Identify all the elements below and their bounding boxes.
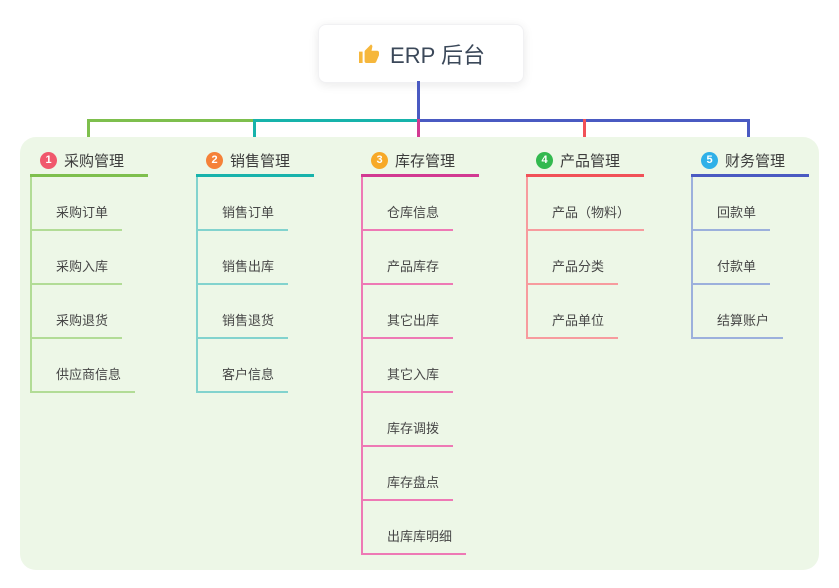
child-node[interactable]: 产品分类 (526, 231, 644, 285)
child-node[interactable]: 其它入库 (361, 339, 479, 393)
branch-label: 库存管理 (395, 153, 456, 170)
child-node[interactable]: 供应商信息 (30, 339, 148, 393)
child-label[interactable]: 采购入库 (32, 256, 123, 285)
child-label[interactable]: 产品（物料） (528, 202, 645, 231)
root-node[interactable]: ERP 后台 (318, 24, 524, 83)
child-label[interactable]: 产品分类 (528, 256, 619, 285)
child-label[interactable]: 客户信息 (198, 364, 289, 393)
child-label[interactable]: 库存盘点 (363, 472, 454, 501)
branch-label: 销售管理 (230, 153, 291, 170)
branch-title[interactable]: 1 采购管理 (30, 147, 148, 177)
child-label[interactable]: 产品库存 (363, 256, 454, 285)
child-label[interactable]: 采购退货 (32, 310, 123, 339)
child-node[interactable]: 库存调拨 (361, 393, 479, 447)
branch-5: 5 财务管理回款单付款单结算账户 (691, 147, 809, 339)
branch-number-badge: 1 (40, 152, 57, 169)
child-node[interactable]: 销售退货 (196, 285, 314, 339)
child-label[interactable]: 出库库明细 (363, 526, 467, 555)
child-label[interactable]: 回款单 (693, 202, 771, 231)
branch-drop-line-5 (747, 119, 750, 152)
branch-number-badge: 4 (536, 152, 553, 169)
child-label[interactable]: 供应商信息 (32, 364, 136, 393)
child-label[interactable]: 库存调拨 (363, 418, 454, 447)
branch-drop-line-4 (583, 119, 586, 152)
branch-number-badge: 3 (371, 152, 388, 169)
bus-segment-2 (253, 119, 417, 122)
child-label[interactable]: 结算账户 (693, 310, 784, 339)
branch-drop-line-3 (417, 119, 420, 152)
child-node[interactable]: 销售出库 (196, 231, 314, 285)
child-label[interactable]: 销售订单 (198, 202, 289, 231)
child-node[interactable]: 结算账户 (691, 285, 809, 339)
child-node[interactable]: 出库库明细 (361, 501, 479, 555)
branch-title[interactable]: 3 库存管理 (361, 147, 479, 177)
child-node[interactable]: 客户信息 (196, 339, 314, 393)
branch-label: 采购管理 (64, 153, 125, 170)
child-node[interactable]: 销售订单 (196, 177, 314, 231)
branch-3: 3 库存管理仓库信息产品库存其它出库其它入库库存调拨库存盘点出库库明细 (361, 147, 479, 555)
branch-children: 采购订单采购入库采购退货供应商信息 (30, 177, 148, 393)
root-label: ERP 后台 (390, 42, 485, 68)
child-node[interactable]: 采购入库 (30, 231, 148, 285)
child-label[interactable]: 其它入库 (363, 364, 454, 393)
branch-drop-line-1 (87, 119, 90, 152)
child-label[interactable]: 采购订单 (32, 202, 123, 231)
root-trunk-line (417, 81, 420, 122)
child-node[interactable]: 其它出库 (361, 285, 479, 339)
branch-2: 2 销售管理销售订单销售出库销售退货客户信息 (196, 147, 314, 393)
branch-title[interactable]: 4 产品管理 (526, 147, 644, 177)
branch-title[interactable]: 5 财务管理 (691, 147, 809, 177)
child-node[interactable]: 采购退货 (30, 285, 148, 339)
branch-label: 产品管理 (560, 153, 621, 170)
child-label[interactable]: 其它出库 (363, 310, 454, 339)
child-label[interactable]: 销售出库 (198, 256, 289, 285)
branch-label: 财务管理 (725, 153, 786, 170)
branch-number-badge: 5 (701, 152, 718, 169)
branch-1: 1 采购管理采购订单采购入库采购退货供应商信息 (30, 147, 148, 393)
bus-segment-1 (87, 119, 253, 122)
child-node[interactable]: 产品库存 (361, 231, 479, 285)
branch-number-badge: 2 (206, 152, 223, 169)
child-node[interactable]: 采购订单 (30, 177, 148, 231)
child-node[interactable]: 产品单位 (526, 285, 644, 339)
thumbs-up-icon (357, 42, 381, 66)
child-node[interactable]: 回款单 (691, 177, 809, 231)
child-label[interactable]: 仓库信息 (363, 202, 454, 231)
child-node[interactable]: 库存盘点 (361, 447, 479, 501)
branch-drop-line-2 (253, 119, 256, 152)
branch-children: 回款单付款单结算账户 (691, 177, 809, 339)
child-label[interactable]: 产品单位 (528, 310, 619, 339)
branch-children: 仓库信息产品库存其它出库其它入库库存调拨库存盘点出库库明细 (361, 177, 479, 555)
child-label[interactable]: 付款单 (693, 256, 771, 285)
child-node[interactable]: 付款单 (691, 231, 809, 285)
branch-children: 产品（物料） 产品分类产品单位 (526, 177, 645, 339)
child-node[interactable]: 产品（物料） (526, 177, 645, 231)
child-node[interactable]: 仓库信息 (361, 177, 479, 231)
branch-4: 4 产品管理产品（物料） 产品分类产品单位 (526, 147, 645, 339)
child-label[interactable]: 销售退货 (198, 310, 289, 339)
branch-children: 销售订单销售出库销售退货客户信息 (196, 177, 314, 393)
branches-panel: 1 采购管理采购订单采购入库采购退货供应商信息 2 销售管理销售订单销售出库销售退货客… (20, 137, 819, 570)
branch-title[interactable]: 2 销售管理 (196, 147, 314, 177)
